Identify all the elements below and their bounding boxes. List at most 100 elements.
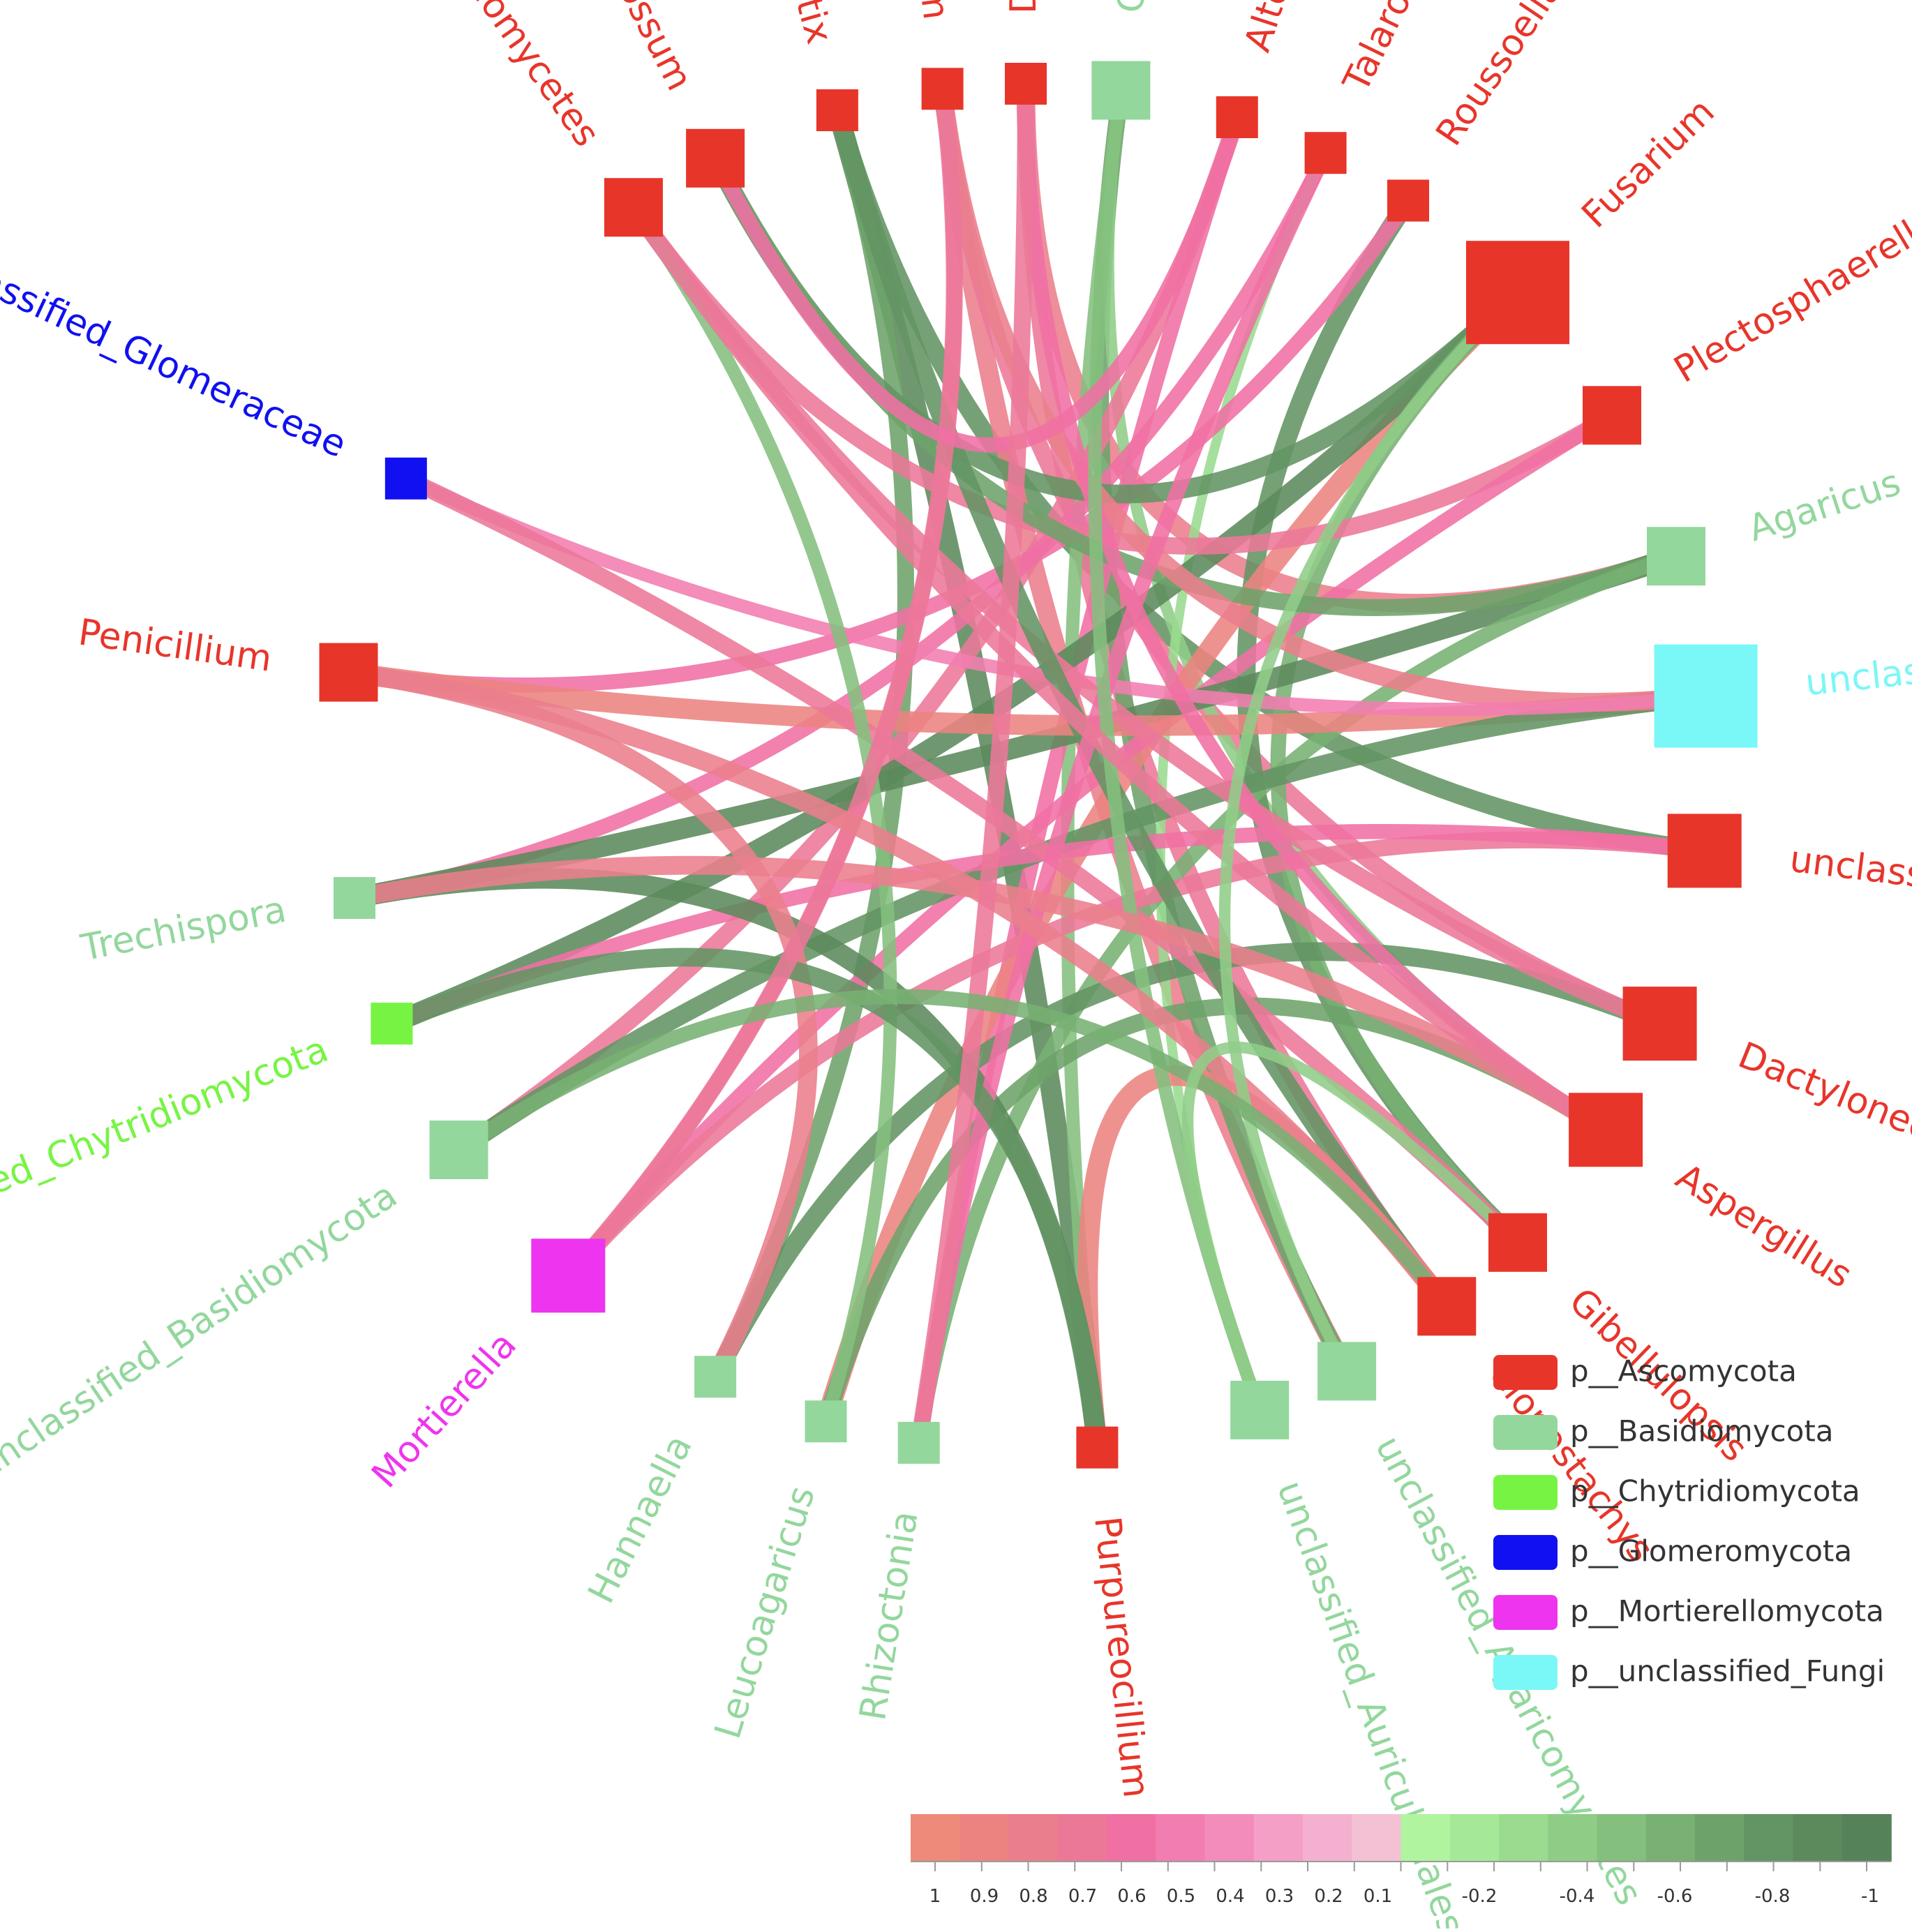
node-mortierella bbox=[531, 1238, 606, 1313]
colorbar-segment bbox=[959, 1814, 1010, 1862]
label-talaromyces: Talaromyces bbox=[1335, 0, 1472, 99]
legend-swatch-p-chytridiomycota bbox=[1493, 1475, 1558, 1510]
legend-swatch-p-basidiomycota bbox=[1493, 1415, 1558, 1450]
colorbar-segment bbox=[1695, 1814, 1745, 1862]
colorbar-segment bbox=[1057, 1814, 1107, 1862]
colorbar-segment bbox=[1793, 1814, 1843, 1862]
colorbar-segment bbox=[1352, 1814, 1402, 1862]
edge-geoglossum-alternaria bbox=[708, 114, 1245, 453]
legend-swatch-p-ascomycota bbox=[1493, 1355, 1558, 1390]
colorbar-segment bbox=[1253, 1814, 1304, 1862]
label-unclassified-chytridiomycota: unclassified_Chytridiomycota bbox=[0, 1028, 334, 1266]
legend-label-p-chytridiomycota: p__Chytridiomycota bbox=[1570, 1474, 1860, 1508]
label-hannaella: Hannaella bbox=[581, 1428, 701, 1610]
label-alternaria: Alternaria bbox=[1237, 0, 1331, 57]
legend-swatch-p-glomeromycota bbox=[1493, 1535, 1558, 1570]
colorbar-tick-label: 1 bbox=[929, 1886, 941, 1907]
edge-unclassified-fungi-chloridium bbox=[933, 87, 1708, 712]
colorbar-tick-label: 0.4 bbox=[1216, 1886, 1244, 1907]
colorbar-segment bbox=[1107, 1814, 1156, 1862]
node-unclassified-fungi bbox=[1654, 644, 1758, 748]
colorbar-tick-label: 0.3 bbox=[1265, 1886, 1294, 1907]
colorbar-tick-label: 0.2 bbox=[1314, 1886, 1343, 1907]
label-penicillium: Penicillium bbox=[76, 612, 275, 680]
colorbar-tick-label: 0.8 bbox=[1019, 1886, 1047, 1907]
label-unclassified-glomeraceae: unclassified_Glomeraceae bbox=[0, 227, 352, 466]
edge-unclassified-agaricomycetes-fusarium bbox=[1218, 288, 1522, 1375]
node-conocybe bbox=[1091, 61, 1151, 120]
label-roussoella: Roussoella bbox=[1428, 0, 1571, 153]
label-purpureocillium: Purpureocillium bbox=[1086, 1515, 1157, 1800]
legend-label-p-basidiomycota: p__Basidiomycota bbox=[1570, 1414, 1834, 1448]
colorbar-segment bbox=[1548, 1814, 1598, 1862]
node-roussoella bbox=[1387, 179, 1429, 222]
legend-swatch-p-unclassified-fungi bbox=[1493, 1655, 1558, 1690]
legend-label-p-unclassified-fungi: p__unclassified_Fungi bbox=[1570, 1654, 1885, 1688]
node-gliomastix bbox=[816, 89, 858, 131]
legend-label-p-ascomycota: p__Ascomycota bbox=[1570, 1354, 1797, 1388]
node-unclassified-sordariomycetes bbox=[604, 178, 663, 237]
node-fusarium bbox=[1466, 241, 1569, 345]
colorbar-tick-label: -0.6 bbox=[1657, 1886, 1693, 1907]
edge-unclassified-chytridiomycota-purpureocillium bbox=[388, 948, 1107, 1449]
node-unclassified-basidiomycota bbox=[429, 1121, 488, 1179]
label-plectosphaerella: Plectosphaerella bbox=[1667, 202, 1912, 391]
colorbar-segment bbox=[1645, 1814, 1696, 1862]
node-layer bbox=[319, 61, 1758, 1469]
colorbar-segment bbox=[1499, 1814, 1548, 1862]
label-fusarium: Fusarium bbox=[1574, 91, 1723, 237]
node-plectosphaerella bbox=[1583, 386, 1641, 445]
node-gibellulopsis bbox=[1488, 1213, 1547, 1272]
legend-label-p-glomeromycota: p__Glomeromycota bbox=[1570, 1534, 1852, 1568]
node-hannaella bbox=[694, 1356, 737, 1398]
node-clonostachys bbox=[1417, 1277, 1477, 1336]
node-dactylonectria bbox=[1622, 987, 1697, 1061]
node-alternaria bbox=[1216, 96, 1258, 138]
colorbar-segment bbox=[1008, 1814, 1059, 1862]
label-agaricus: Agaricus bbox=[1743, 462, 1905, 551]
colorbar-segment bbox=[1744, 1814, 1794, 1862]
label-leucoagaricus: Leucoagaricus bbox=[707, 1481, 823, 1744]
colorbar-segment bbox=[1401, 1814, 1451, 1862]
label-unclassified-fungi: unclassified_Fungi bbox=[1803, 628, 1912, 704]
label-trechispora: Trechispora bbox=[77, 889, 289, 970]
edge-fusarium-leucoagaricus bbox=[816, 285, 1525, 1425]
colorbar-tick-label: 0.7 bbox=[1068, 1886, 1097, 1907]
colorbar-segment bbox=[1156, 1814, 1206, 1862]
label-mortierella: Mortierella bbox=[364, 1324, 525, 1497]
edge-gibellulopsis-unclassified-auriculariales bbox=[1181, 1041, 1522, 1412]
edge-unclassified-sordariomycetes-aspergillus bbox=[626, 202, 1611, 1137]
colorbar-tick-label: 0.1 bbox=[1364, 1886, 1392, 1907]
node-unclassified-ascomycota bbox=[1667, 814, 1742, 888]
colorbar-segment bbox=[1204, 1814, 1255, 1862]
node-unclassified-chytridiomycota bbox=[371, 1003, 413, 1045]
label-rhizoctonia: Rhizoctonia bbox=[852, 1508, 927, 1723]
colorbar-segment bbox=[1842, 1814, 1892, 1862]
label-conocybe: Conocybe bbox=[1109, 0, 1175, 15]
label-aspergillus: Aspergillus bbox=[1668, 1156, 1859, 1297]
node-unclassified-glomeraceae bbox=[384, 457, 427, 500]
colorbar-tick-label: 0.6 bbox=[1117, 1886, 1146, 1907]
node-agaricus bbox=[1647, 527, 1705, 586]
label-unclassified-ascomycota: unclassified_Ascomycota bbox=[1788, 839, 1912, 936]
edge-layer bbox=[347, 83, 1708, 1449]
node-aspergillus bbox=[1569, 1093, 1643, 1167]
label-dactylonectria: Dactylonectria bbox=[1733, 1035, 1912, 1173]
node-rhizoctonia bbox=[897, 1421, 940, 1464]
node-geoglossum bbox=[686, 128, 745, 188]
edge-agaricus-trechispora bbox=[352, 546, 1680, 908]
edge-plectosphaerella-mortierella bbox=[562, 409, 1616, 1281]
edge-talaromyces-trechispora bbox=[352, 149, 1333, 906]
colorbar-tick-label: -1 bbox=[1861, 1886, 1879, 1907]
label-gliomastix: Gliomastix bbox=[747, 0, 840, 48]
colorbar-tick-label: 0.9 bbox=[970, 1886, 999, 1907]
edge-gliomastix-unclassified-ascomycota bbox=[828, 107, 1706, 860]
edge-mortierella-chloridium bbox=[562, 87, 963, 1282]
colorbar-segment bbox=[1597, 1814, 1647, 1862]
edge-fusarium-unclassified-chytridiomycota bbox=[387, 285, 1525, 1033]
node-unclassified-auriculariales bbox=[1230, 1380, 1290, 1439]
colorbar-segment bbox=[1303, 1814, 1352, 1862]
phylum-legend: p__Ascomycota p__Basidiomycota p__Chytridi… bbox=[1493, 1354, 1885, 1690]
